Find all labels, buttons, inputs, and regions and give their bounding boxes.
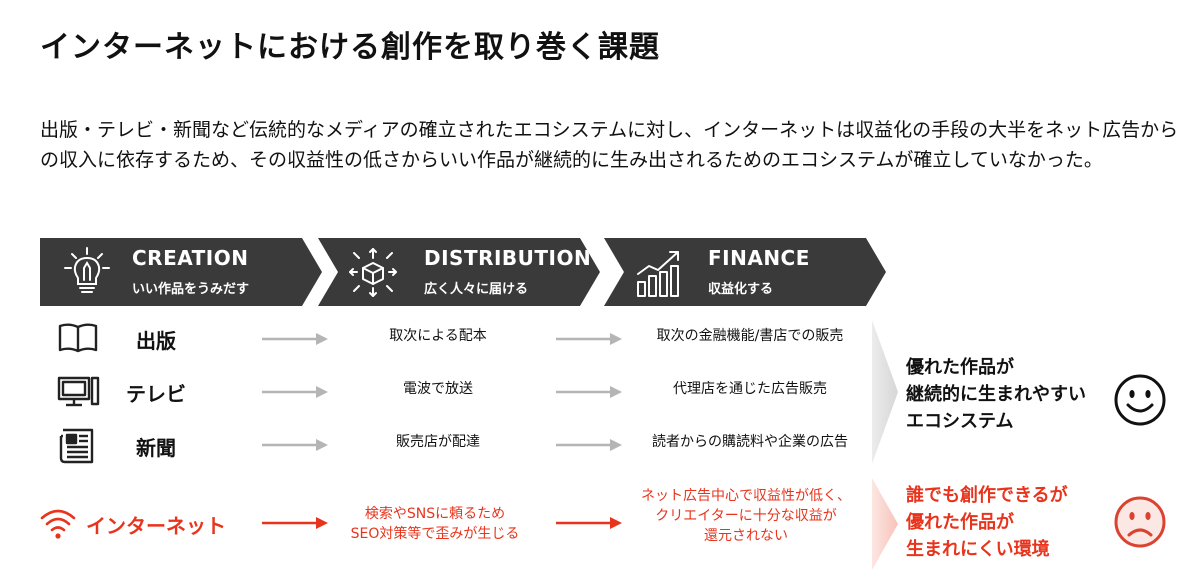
wifi-icon — [40, 509, 76, 539]
lightbulb-pencil-icon — [62, 246, 112, 298]
finance-cell-internet: ネット広告中心で収益性が低く、 クリエイターに十分な収益が 還元されない — [622, 486, 870, 546]
cell-line: ネット広告中心で収益性が低く、 — [641, 488, 851, 504]
red-wedge — [872, 478, 898, 570]
cell-line: 還元されない — [704, 528, 788, 544]
book-icon — [58, 323, 98, 353]
gray-arrow — [556, 333, 622, 345]
gray-arrow — [262, 386, 328, 398]
intro-paragraph: 出版・テレビ・新聞など伝統的なメディアの確立されたエコシステムに対し、インターネ… — [40, 119, 1179, 171]
stage-title: CREATION — [132, 246, 249, 270]
gray-arrow — [556, 386, 622, 398]
red-arrow — [556, 517, 622, 529]
outcome-traditional: 優れた作品が 継続的に生まれやすい エコシステム — [906, 354, 1086, 435]
stage-subtitle: 広く人々に届ける — [424, 282, 529, 297]
stage-creation: CREATION いい作品をうみだす — [40, 238, 322, 306]
stage-title: DISTRIBUTION — [424, 246, 592, 270]
cell-line: クリエイターに十分な収益が — [655, 508, 837, 524]
finance-cell: 取次の金融機能/書店での販売 — [656, 328, 844, 344]
finance-cell: 読者からの購読料や企業の広告 — [652, 434, 848, 450]
newspaper-icon — [59, 428, 94, 464]
sad-face-icon — [1114, 496, 1166, 548]
stage-finance: FINANCE 収益化する — [604, 238, 886, 306]
media-label-tv: テレビ — [126, 382, 186, 406]
distribution-cell: 販売店が配達 — [396, 434, 480, 450]
stage-subtitle: 収益化する — [708, 282, 774, 297]
stage-distribution: DISTRIBUTION 広く人々に届ける — [318, 238, 600, 306]
distribution-cell: 電波で放送 — [403, 381, 473, 397]
media-label-internet: インターネット — [86, 514, 226, 538]
tv-icon — [57, 376, 100, 407]
gray-wedge — [872, 320, 898, 464]
stage-subtitle: いい作品をうみだす — [132, 282, 250, 297]
media-label-publishing: 出版 — [136, 329, 176, 353]
cell-line: SEO対策等で歪みが生じる — [350, 526, 520, 542]
media-label-newspaper: 新聞 — [136, 436, 176, 460]
distribution-cell-internet: 検索やSNSに頼るため SEO対策等で歪みが生じる — [320, 504, 550, 544]
outcome-internet: 誰でも創作できるが 優れた作品が 生まれにくい環境 — [906, 482, 1068, 563]
stage-title: FINANCE — [708, 246, 810, 270]
outcome-line: 優れた作品が — [906, 357, 1014, 378]
outcome-line: 誰でも創作できるが — [906, 485, 1068, 506]
box-distribution-icon — [348, 246, 398, 298]
cell-line: 検索やSNSに頼るため — [364, 506, 506, 522]
gray-arrow — [262, 439, 328, 451]
finance-cell: 代理店を通じた広告販売 — [673, 381, 827, 397]
distribution-cell: 取次による配本 — [389, 328, 487, 344]
red-arrow — [262, 517, 328, 529]
outcome-line: 継続的に生まれやすい — [906, 384, 1086, 405]
outcome-line: エコシステム — [906, 411, 1014, 432]
outcome-line: 生まれにくい環境 — [906, 539, 1050, 560]
growth-chart-icon — [634, 246, 684, 298]
page-title: インターネットにおける創作を取り巻く課題 — [40, 30, 660, 65]
outcome-line: 優れた作品が — [906, 512, 1014, 533]
smiley-face-icon — [1114, 374, 1166, 426]
gray-arrow — [556, 439, 622, 451]
gray-arrow — [262, 333, 328, 345]
